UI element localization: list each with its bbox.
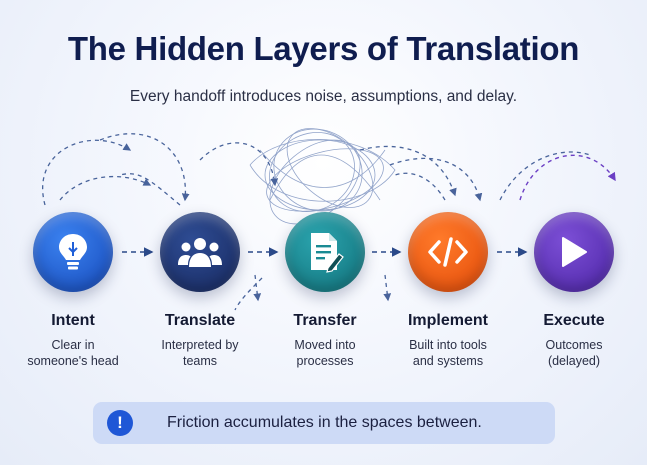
page-title: The Hidden Layers of Translation [67,30,580,67]
execute-description: Outcomes (delayed) [545,338,603,368]
team-icon [178,238,222,267]
transfer-label: Transfer [293,312,357,329]
intent-description: Clear in someone's head [27,338,119,368]
alert-icon: ! [107,410,133,436]
banner-text: Friction accumulates in the spaces betwe… [167,414,482,431]
implement-label: Implement [407,312,488,329]
intent-stage-circle [33,212,113,292]
document-edit-icon [311,233,344,273]
implement-description: Built into tools and systems [409,338,487,368]
execute-label: Execute [543,312,605,329]
implement-stage-circle [408,212,488,292]
page-subtitle: Every handoff introduces noise, assumpti… [129,88,518,105]
play-icon [562,237,587,267]
execute-stage-circle [534,212,614,292]
translate-stage-circle [160,212,240,292]
friction-banner: ! Friction accumulates in the spaces bet… [93,402,555,444]
transfer-stage-circle [285,212,365,292]
intent-label: Intent [51,312,95,329]
lightbulb-icon [59,234,87,270]
translate-description: Interpreted by teams [161,338,239,368]
translate-label: Translate [164,312,236,329]
code-icon [428,237,468,267]
transfer-description: Moved into processes [294,338,356,368]
